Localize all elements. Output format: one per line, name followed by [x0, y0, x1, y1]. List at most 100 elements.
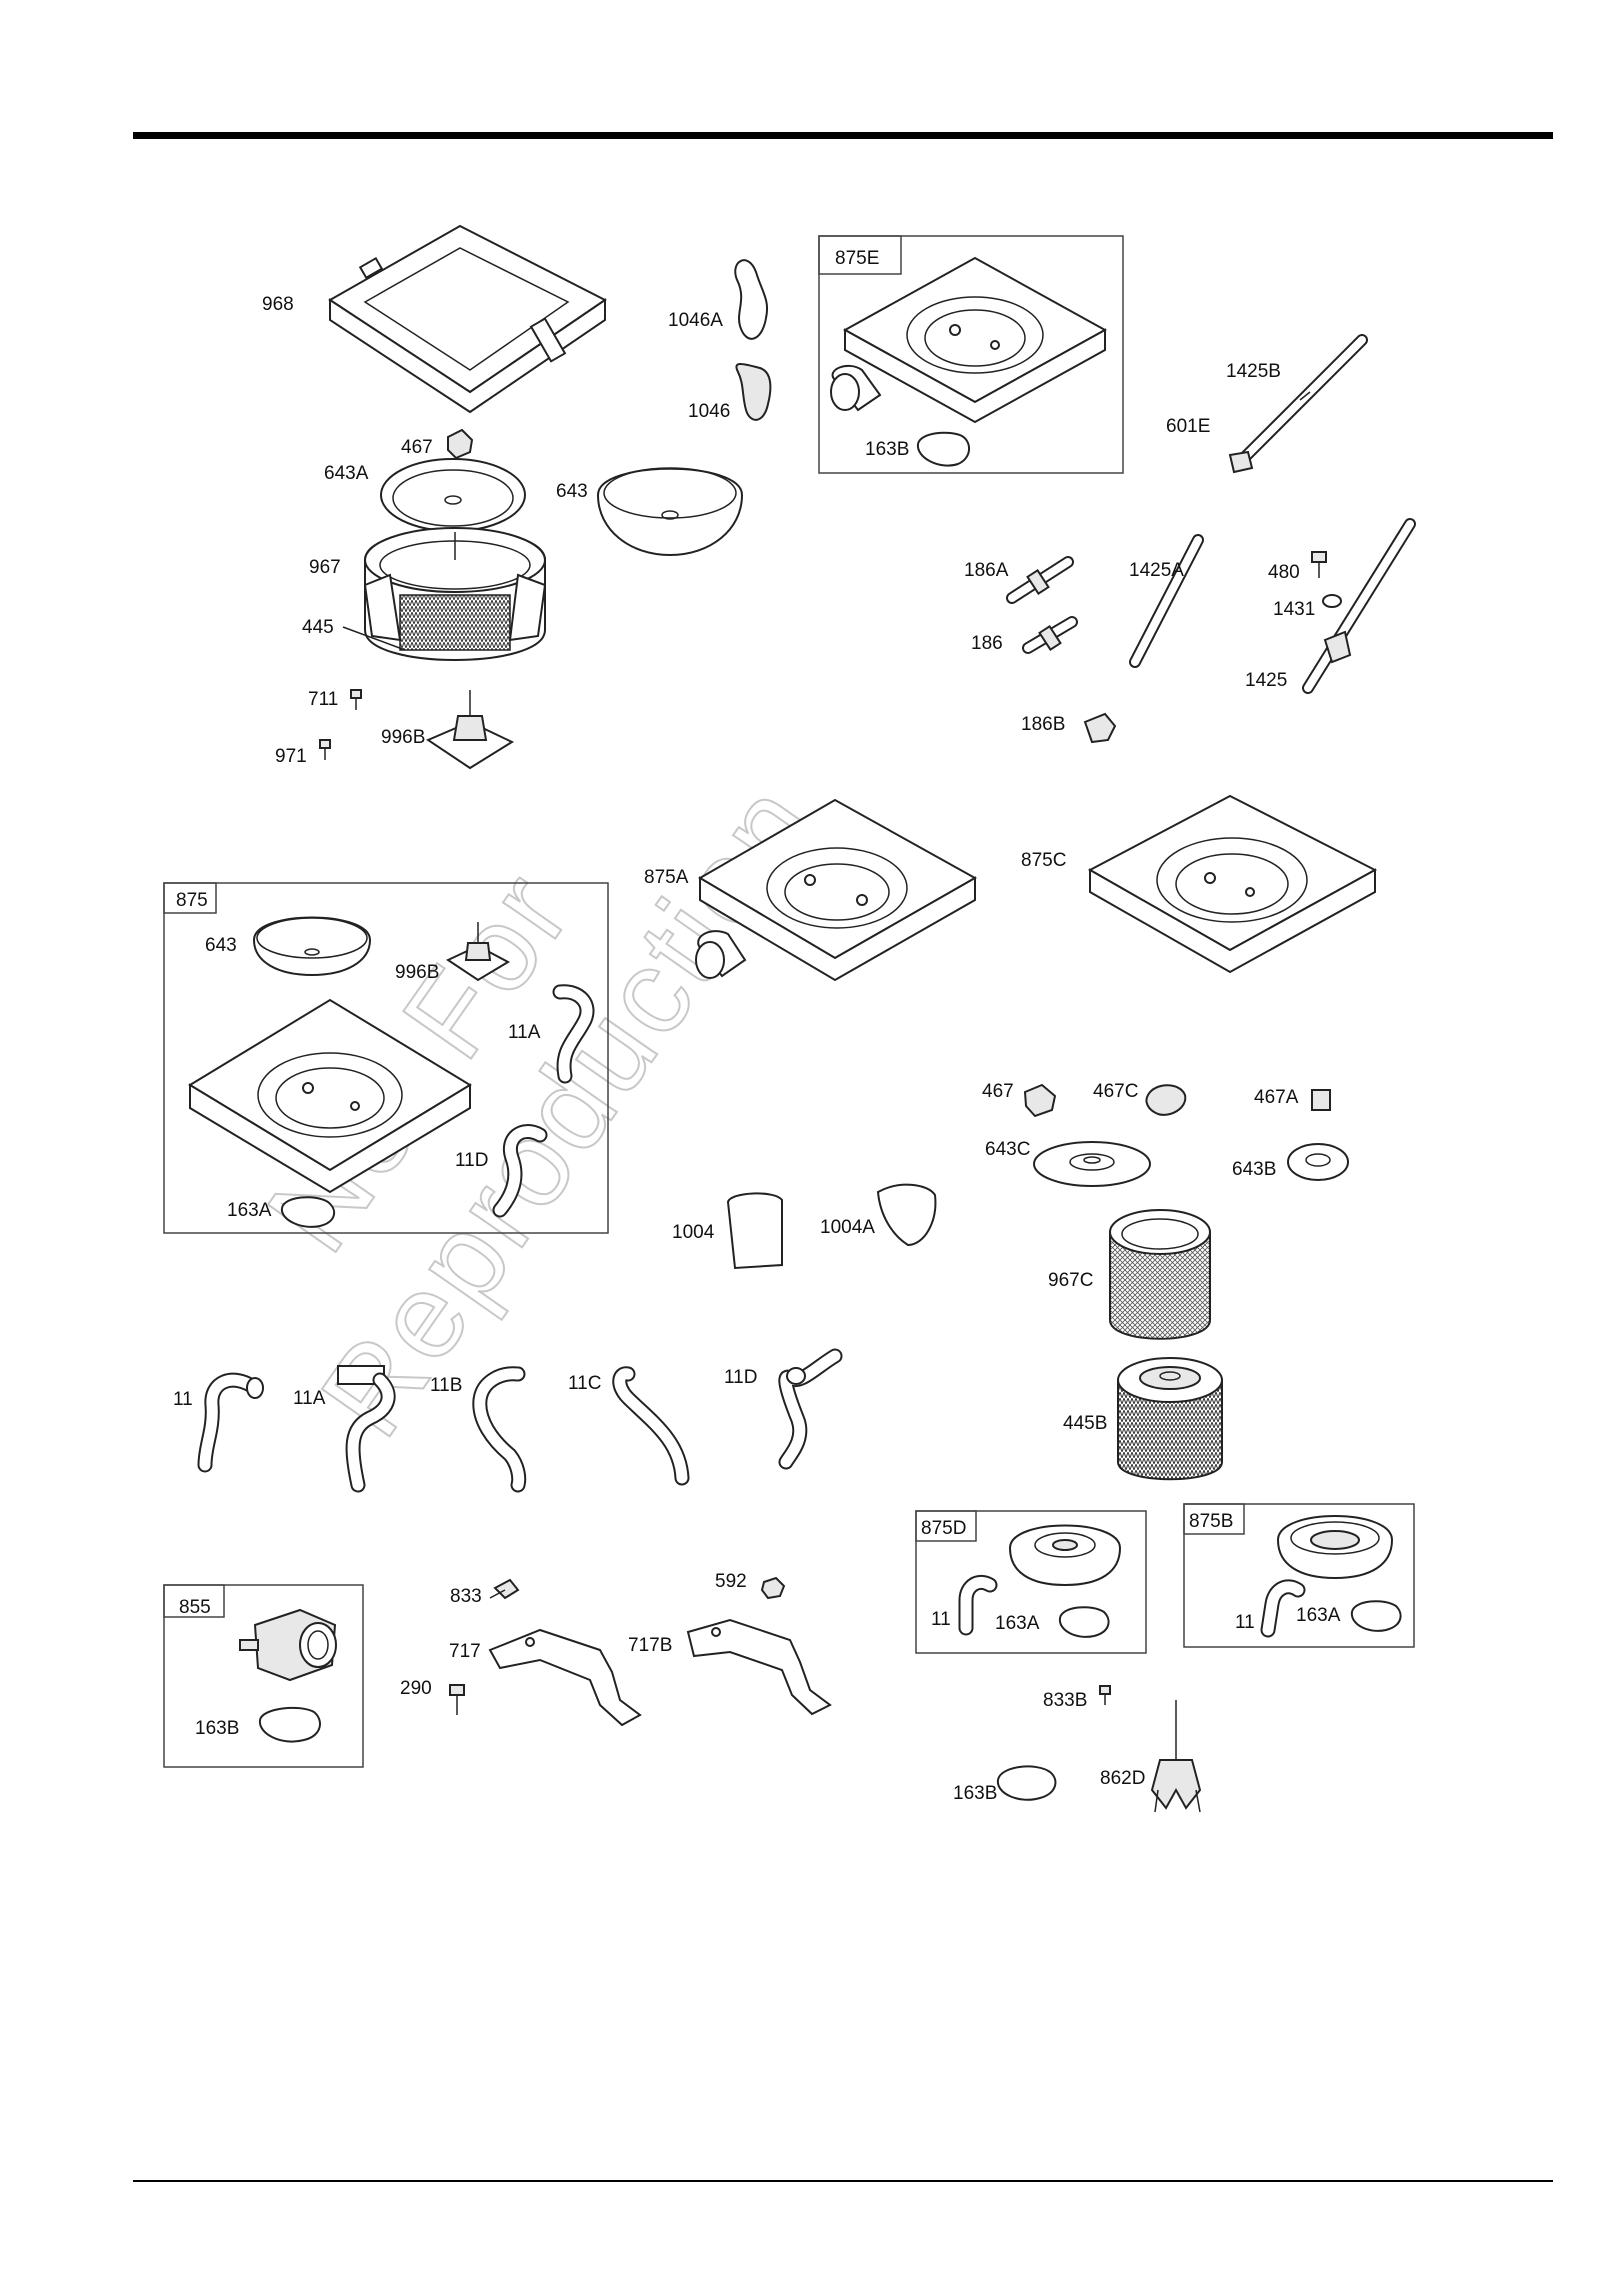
callout-467-top: 467: [401, 437, 433, 458]
part-11B-hose[interactable]: [480, 1374, 519, 1485]
callout-717: 717: [449, 1641, 481, 1662]
part-163A-gasket-875D[interactable]: [1060, 1607, 1109, 1637]
callout-968: 968: [262, 294, 294, 315]
part-862D-stud-bracket[interactable]: [1152, 1700, 1200, 1812]
part-163A-gasket-875B[interactable]: [1352, 1601, 1401, 1631]
part-855-carburetor[interactable]: [240, 1610, 336, 1680]
callout-967C: 967C: [1048, 1270, 1093, 1291]
part-1004-duct[interactable]: [728, 1193, 782, 1268]
part-467C-knob[interactable]: [1146, 1085, 1185, 1115]
callout-163A-875B: 163A: [1296, 1605, 1341, 1626]
callout-643C: 643C: [985, 1139, 1030, 1160]
part-186A-fitting[interactable]: [1012, 562, 1068, 598]
part-643-plate-875[interactable]: [254, 918, 370, 976]
callout-445B: 445B: [1063, 1413, 1107, 1434]
callout-445: 445: [302, 617, 334, 638]
part-643-plate[interactable]: [598, 468, 742, 555]
part-833-screw[interactable]: [490, 1580, 518, 1598]
callout-996B-top: 996B: [381, 727, 425, 748]
callout-11-875D: 11: [931, 1609, 951, 1630]
part-968-cover[interactable]: [330, 226, 605, 412]
callout-11: 11: [173, 1389, 193, 1410]
part-717-bracket[interactable]: [490, 1630, 640, 1725]
callout-11D: 11D: [724, 1367, 757, 1388]
group-875B-label: 875B: [1189, 1511, 1233, 1532]
callout-467-mid: 467: [982, 1081, 1014, 1102]
callout-643-875: 643: [205, 935, 237, 956]
callout-971: 971: [275, 746, 307, 767]
callout-1431: 1431: [1273, 599, 1315, 620]
part-467-knob[interactable]: [448, 430, 472, 458]
part-592-nut[interactable]: [762, 1578, 784, 1598]
part-11-hose[interactable]: [205, 1378, 263, 1465]
part-1004A-duct[interactable]: [878, 1185, 935, 1245]
part-643A-plate[interactable]: [381, 459, 525, 531]
group-875D-label: 875D: [921, 1518, 966, 1539]
callout-643B: 643B: [1232, 1159, 1276, 1180]
part-186-fitting[interactable]: [1028, 622, 1072, 650]
part-11D-hose[interactable]: [786, 1356, 835, 1462]
callout-643A: 643A: [324, 463, 369, 484]
callout-1004A: 1004A: [820, 1217, 875, 1238]
part-467A-clip[interactable]: [1312, 1090, 1330, 1110]
part-11-hose-875B[interactable]: [1268, 1587, 1298, 1630]
callout-480: 480: [1268, 562, 1300, 583]
group-875E-label: 875E: [835, 248, 879, 269]
part-833B-screw[interactable]: [1100, 1686, 1110, 1705]
top-rule: [133, 132, 1553, 139]
part-1425B-tube[interactable]: [1240, 340, 1362, 462]
callout-1425: 1425: [1245, 670, 1287, 691]
part-163B-gasket-875E[interactable]: [918, 433, 969, 466]
callout-11C: 11C: [568, 1373, 601, 1394]
part-967-filter-housing[interactable]: [365, 528, 545, 660]
callout-717B: 717B: [628, 1635, 672, 1656]
part-967C-filter[interactable]: [1110, 1210, 1210, 1339]
callout-163B-875E: 163B: [865, 439, 909, 460]
part-480-screw[interactable]: [1312, 552, 1326, 578]
part-643B-plate[interactable]: [1288, 1144, 1348, 1180]
callout-1004: 1004: [672, 1222, 715, 1243]
part-875B-plate[interactable]: [1278, 1516, 1392, 1578]
part-186B-clip[interactable]: [1085, 714, 1115, 742]
callout-833: 833: [450, 1586, 482, 1607]
part-717B-bracket[interactable]: [688, 1620, 830, 1714]
part-601E-clamp[interactable]: [1230, 452, 1252, 472]
part-11-hose-875D[interactable]: [966, 1582, 990, 1628]
part-1431-washer[interactable]: [1323, 595, 1341, 607]
part-711-screw[interactable]: [351, 690, 361, 710]
part-163B-gasket-855[interactable]: [260, 1708, 320, 1742]
callout-643-top: 643: [556, 481, 588, 502]
part-875E-base[interactable]: [831, 258, 1105, 422]
callout-592: 592: [715, 1571, 747, 1592]
part-11C-hose[interactable]: [620, 1374, 682, 1478]
part-875C-base[interactable]: [1090, 796, 1375, 972]
callout-467C: 467C: [1093, 1081, 1138, 1102]
part-1425-tube[interactable]: [1308, 524, 1410, 688]
part-163B-gasket-bottom[interactable]: [998, 1766, 1056, 1799]
callout-1425A: 1425A: [1129, 560, 1184, 581]
part-643C-plate[interactable]: [1034, 1142, 1150, 1186]
callout-833B: 833B: [1043, 1690, 1087, 1711]
part-445B-filter[interactable]: [1118, 1358, 1222, 1479]
callout-875C: 875C: [1021, 850, 1066, 871]
callout-186B: 186B: [1021, 714, 1065, 735]
part-1046A-gasket[interactable]: [735, 260, 767, 339]
callout-186: 186: [971, 633, 1003, 654]
callout-163A-875: 163A: [227, 1200, 272, 1221]
callout-1046A: 1046A: [668, 310, 723, 331]
part-290-screw[interactable]: [450, 1685, 464, 1715]
callout-186A: 186A: [964, 560, 1009, 581]
part-1425A-tube[interactable]: [1135, 540, 1198, 662]
part-467-knob-mid[interactable]: [1025, 1085, 1055, 1116]
part-996B-bracket[interactable]: [428, 690, 512, 768]
part-971-screw[interactable]: [320, 740, 330, 760]
part-875D-plate[interactable]: [1010, 1526, 1120, 1586]
callout-11B: 11B: [430, 1375, 462, 1396]
bottom-rule: [133, 2180, 1553, 2182]
part-1046-gasket[interactable]: [736, 364, 770, 420]
callout-862D: 862D: [1100, 1768, 1145, 1789]
callout-711: 711: [308, 689, 338, 710]
callout-11A-875: 11A: [508, 1022, 541, 1043]
callout-290: 290: [400, 1678, 432, 1699]
callout-11-875B: 11: [1235, 1612, 1255, 1633]
